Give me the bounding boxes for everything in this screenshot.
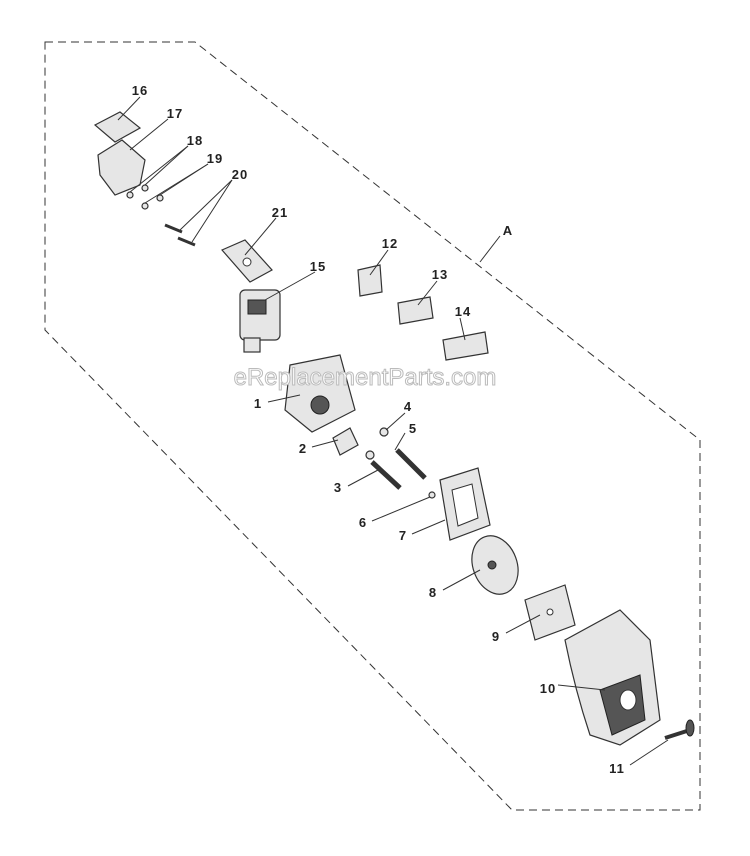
part-8-filter-plate <box>471 535 519 595</box>
callout-6: 6 <box>359 515 367 530</box>
part-11-knob <box>664 719 695 740</box>
callout-8: 8 <box>429 585 437 600</box>
part-5-screw <box>395 448 427 480</box>
part-15-carburetor <box>239 289 281 353</box>
part-12-label <box>357 264 383 297</box>
part-21-gasket <box>221 239 273 283</box>
callout-9: 9 <box>492 629 500 644</box>
part-1-air-filter-base <box>284 354 356 433</box>
callout-14: 14 <box>455 304 471 319</box>
callout-17: 17 <box>167 106 183 121</box>
part-17-intake <box>97 139 146 196</box>
callout-3: 3 <box>334 480 342 495</box>
part-13-label <box>397 296 434 325</box>
part-2-bracket <box>332 427 359 456</box>
callout-20: 20 <box>232 167 248 182</box>
callout-2: 2 <box>299 441 307 456</box>
part-6-nut <box>428 491 436 499</box>
callout-13: 13 <box>432 267 448 282</box>
callout-5: 5 <box>409 421 417 436</box>
part-16-gasket <box>93 111 142 143</box>
callout-15: 15 <box>310 259 326 274</box>
part-10-filter-cover <box>564 609 661 746</box>
callout-18: 18 <box>187 133 203 148</box>
callout-21: 21 <box>272 205 288 220</box>
callout-16: 16 <box>132 83 148 98</box>
callout-4: 4 <box>404 399 412 414</box>
callout-19: 19 <box>207 151 223 166</box>
watermark: eReplacementParts.com <box>234 364 497 391</box>
part-3-screw <box>370 460 402 490</box>
callout-1: 1 <box>254 396 262 411</box>
callout-11: 11 <box>609 761 625 776</box>
part-20-screws <box>164 223 196 247</box>
part-14-label <box>442 331 489 361</box>
part-7-filter-element <box>439 467 491 541</box>
assembly-label: A <box>503 223 513 238</box>
part-9-foam-filter <box>524 584 576 641</box>
callout-10: 10 <box>540 681 556 696</box>
callout-12: 12 <box>382 236 398 251</box>
callout-7: 7 <box>399 528 407 543</box>
leader-lines <box>117 96 669 766</box>
part-4-washer <box>365 427 389 460</box>
assembly-boundary <box>44 41 701 811</box>
